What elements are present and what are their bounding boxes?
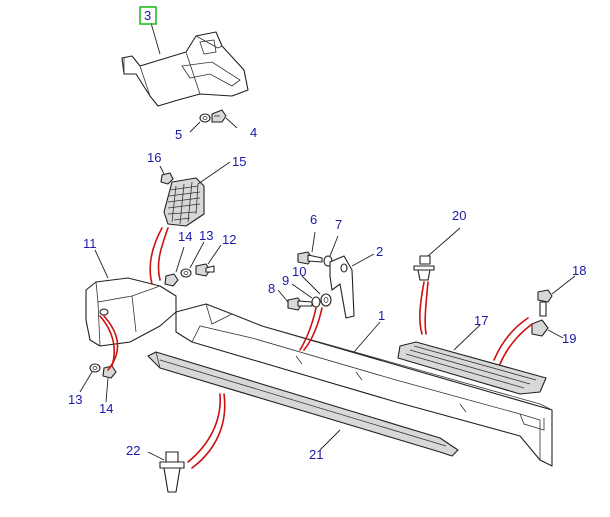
callout-21[interactable]: 21 <box>309 447 323 462</box>
part-12-bolt[interactable] <box>195 263 215 277</box>
highlight-box <box>139 6 157 25</box>
callout-8[interactable]: 8 <box>268 281 275 296</box>
callout-11[interactable]: 11 <box>83 236 97 251</box>
part-1-sill-frame[interactable] <box>175 303 553 467</box>
callout-22[interactable]: 22 <box>126 443 140 458</box>
callout-17[interactable]: 17 <box>474 313 488 328</box>
callout-18[interactable]: 18 <box>572 263 586 278</box>
part-5-washer[interactable] <box>199 113 211 123</box>
callout-2[interactable]: 2 <box>376 244 383 259</box>
part-2-mounting-bracket[interactable] <box>329 255 355 319</box>
part-22-push-clip[interactable] <box>159 451 185 493</box>
part-8-bolt[interactable] <box>287 297 313 311</box>
part-11-front-bracket[interactable] <box>85 277 177 347</box>
callout-20[interactable]: 20 <box>452 208 466 223</box>
callout-3[interactable]: 3 <box>144 8 151 23</box>
callout-6[interactable]: 6 <box>310 212 317 227</box>
part-21-running-board[interactable] <box>147 351 459 457</box>
callout-15[interactable]: 15 <box>232 154 246 169</box>
part-13-washer-upper[interactable] <box>180 268 192 278</box>
callout-10[interactable]: 10 <box>292 264 306 279</box>
callout-7[interactable]: 7 <box>335 217 342 232</box>
callout-5[interactable]: 5 <box>175 127 182 142</box>
part-18-bolt[interactable] <box>537 289 553 317</box>
part-13-washer-lower[interactable] <box>89 363 101 373</box>
callout-14-lower[interactable]: 14 <box>99 401 113 416</box>
assembly-lines <box>99 227 533 469</box>
part-6-bolt[interactable] <box>297 251 323 265</box>
part-10-washer[interactable] <box>320 293 332 307</box>
part-3-upper-bracket[interactable] <box>121 31 249 107</box>
callout-19[interactable]: 19 <box>562 331 576 346</box>
callout-1[interactable]: 1 <box>378 308 385 323</box>
callout-4[interactable]: 4 <box>250 125 257 140</box>
part-20-rivet[interactable] <box>413 255 435 281</box>
part-9-washer[interactable] <box>311 296 321 308</box>
part-17-tread-plate[interactable] <box>397 341 547 395</box>
callout-13-lower[interactable]: 13 <box>68 392 82 407</box>
callout-13-upper[interactable]: 13 <box>199 228 213 243</box>
part-14-nut-upper[interactable] <box>164 273 179 287</box>
leader-lines <box>79 22 576 461</box>
part-4-screw[interactable] <box>211 109 227 123</box>
callout-16[interactable]: 16 <box>147 150 161 165</box>
part-15-pad[interactable] <box>163 177 205 227</box>
callout-9[interactable]: 9 <box>282 273 289 288</box>
part-19-nut[interactable] <box>531 319 549 337</box>
callout-12[interactable]: 12 <box>222 232 236 247</box>
callout-14-upper[interactable]: 14 <box>178 229 192 244</box>
callout-labels: 3 4 5 15 16 11 14 13 12 6 7 2 10 9 8 1 2… <box>68 8 586 462</box>
part-16-nut[interactable] <box>160 172 174 185</box>
